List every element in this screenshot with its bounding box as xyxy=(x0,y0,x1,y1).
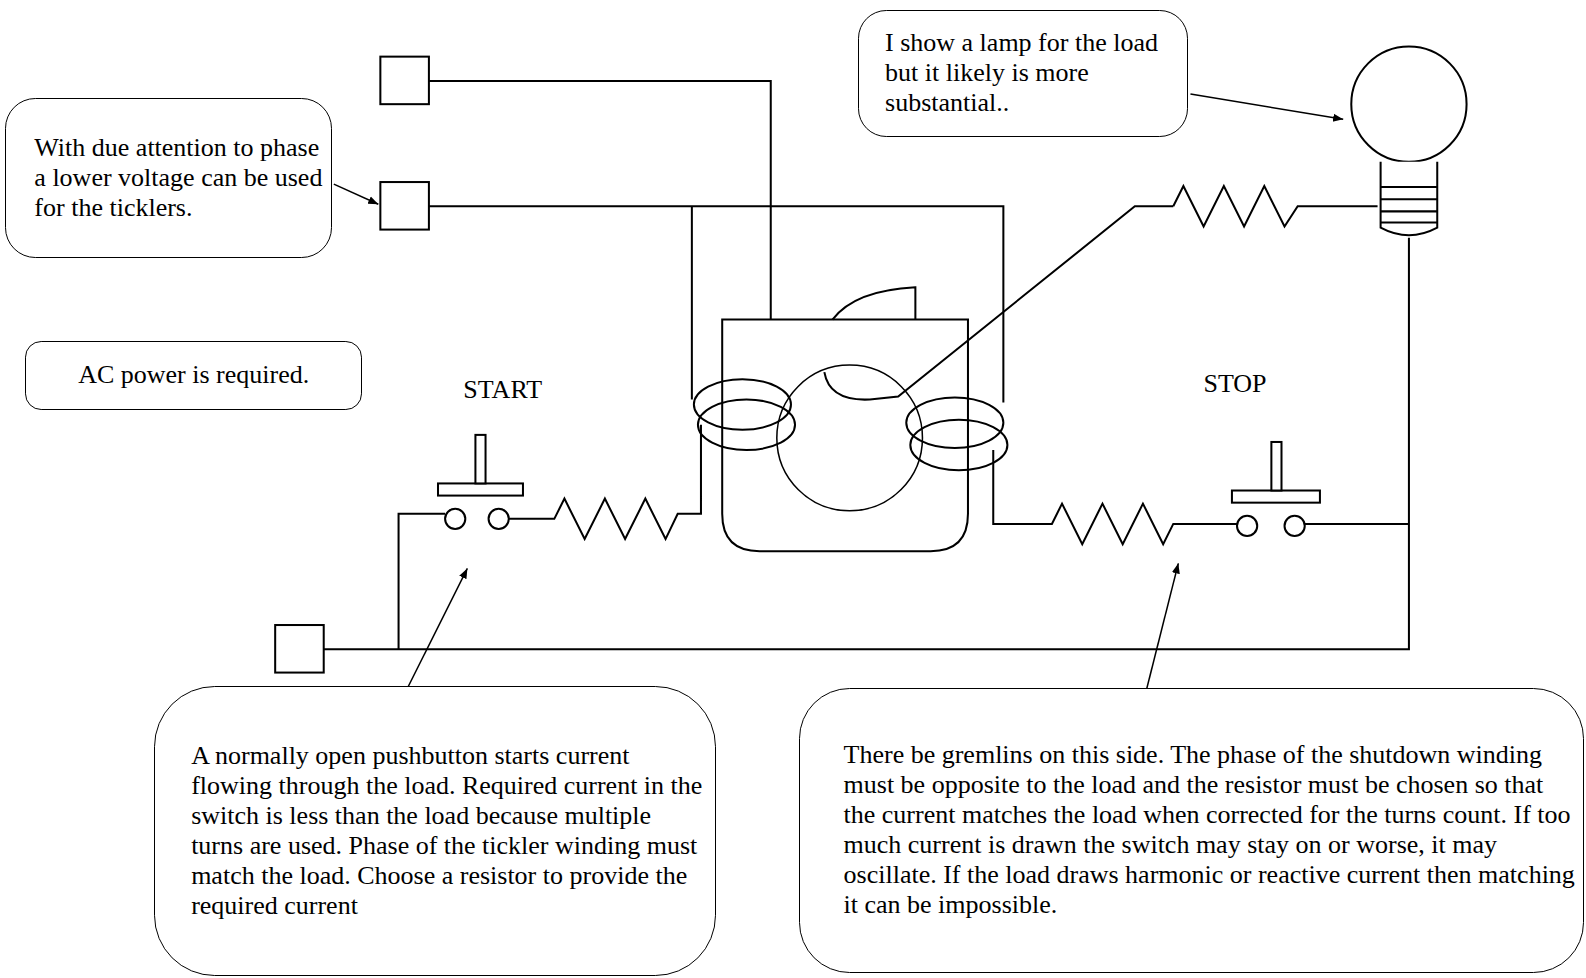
terminal xyxy=(380,182,429,230)
lamp-base xyxy=(1381,162,1438,235)
callout-box: With due attention to phase a lower volt… xyxy=(5,98,332,258)
wire xyxy=(324,238,1409,650)
callout-text: There be gremlins on this side. The phas… xyxy=(844,740,1575,920)
coil-winding xyxy=(906,397,1003,448)
switch-contact xyxy=(1237,516,1257,536)
coil-winding xyxy=(698,399,795,450)
terminal xyxy=(380,57,429,105)
callout-box: I show a lamp for the load but it likely… xyxy=(858,10,1189,136)
wire xyxy=(1305,523,1409,525)
switch-contact xyxy=(489,509,509,529)
wire xyxy=(429,81,771,320)
lamp xyxy=(1351,47,1466,162)
callout-box: AC power is required. xyxy=(25,341,362,410)
callout-box: A normally open pushbutton starts curren… xyxy=(154,686,716,976)
relay-core xyxy=(722,320,968,552)
wire xyxy=(691,206,693,399)
leader-line xyxy=(1190,94,1343,119)
pushbutton xyxy=(1232,491,1320,503)
pushbutton xyxy=(1271,442,1281,491)
callout-text: A normally open pushbutton starts curren… xyxy=(191,741,705,921)
lamp-base xyxy=(1381,187,1438,222)
terminal xyxy=(275,625,324,673)
switch-label: START xyxy=(461,375,544,405)
resistor-symbol xyxy=(993,450,1237,544)
relay-blade xyxy=(832,287,915,319)
leader-line xyxy=(1146,563,1178,691)
pushbutton xyxy=(475,435,485,484)
resistor-symbol xyxy=(509,425,701,539)
wire xyxy=(399,514,446,650)
leader-line xyxy=(407,568,468,689)
pushbutton xyxy=(438,483,523,495)
callout-text: I show a lamp for the load but it likely… xyxy=(885,28,1175,118)
callout-text: AC power is required. xyxy=(34,360,353,390)
leader-line xyxy=(334,184,379,204)
switch-contact xyxy=(445,509,465,529)
switch-contact xyxy=(1285,516,1305,536)
armature xyxy=(777,365,923,511)
callout-box: There be gremlins on this side. The phas… xyxy=(799,688,1584,973)
wire xyxy=(824,206,1173,399)
callout-text: With due attention to phase a lower volt… xyxy=(34,133,322,223)
resistor-symbol xyxy=(1173,186,1377,226)
switch-label: STOP xyxy=(1201,369,1268,399)
